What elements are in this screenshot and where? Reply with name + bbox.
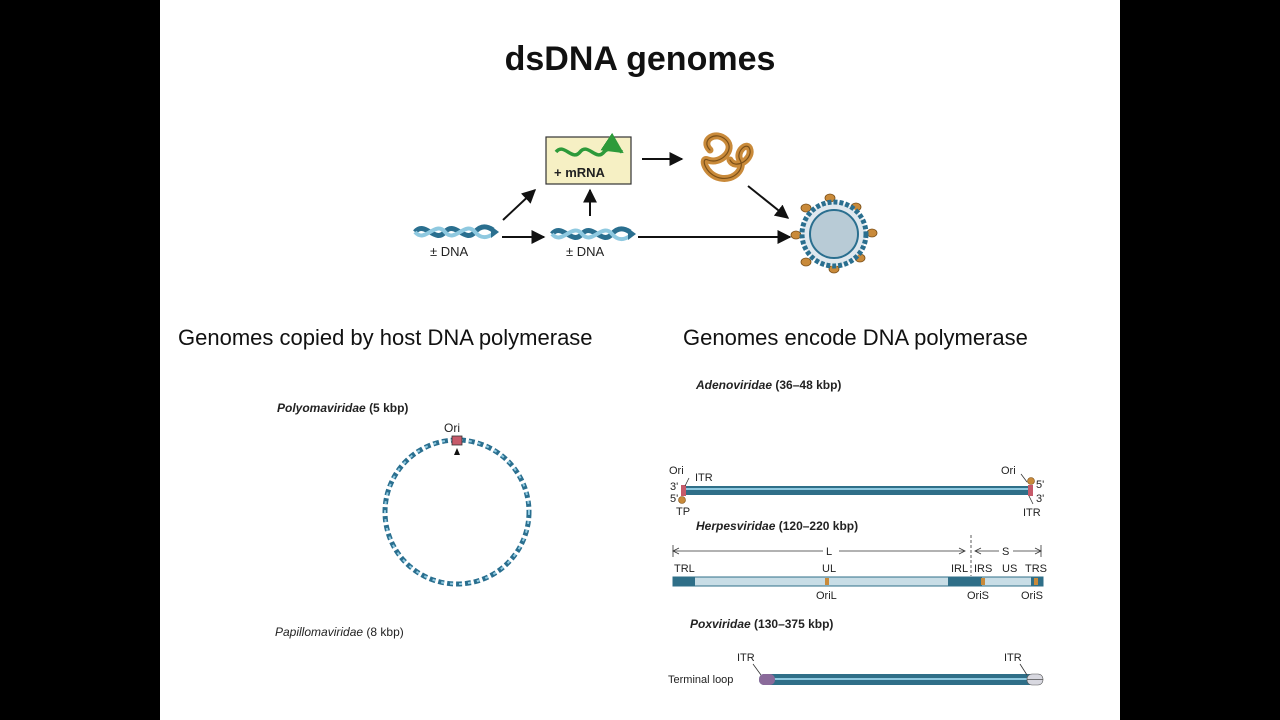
arrow [502,189,537,221]
papilloma-size: (8 kbp) [366,625,404,639]
left-heading: Genomes copied by host DNA polymerase [178,325,593,350]
adeno-itr-right: ITR [1023,507,1041,519]
herpes-UL: UL [822,563,836,575]
terminal-protein-icon [1027,477,1035,485]
polyoma-size: (5 kbp) [369,401,409,415]
herpes-name: Herpesviridae [696,519,776,533]
adeno-5prime-right: 5' [1036,479,1044,491]
dna-helix-icon [413,224,499,240]
pox-genome-diagram: ITR ITR Terminal loop [668,652,1044,686]
herpes-US: US [1002,563,1017,575]
herpes-TRS: TRS [1025,563,1047,575]
herpes-IRL: IRL [951,563,968,575]
herpes-genome-diagram: L S TRL UL IRL IRS US TRS OriL OriS OriS [672,535,1047,602]
terminal-protein-icon [678,496,686,504]
adeno-genome-diagram: Ori 3' 5' ITR TP Ori 5' 3' ITR [669,465,1044,519]
papilloma-name: Papillomaviridae [275,625,364,639]
protein-icon [700,132,754,182]
pox-itr-right: ITR [1004,652,1022,664]
herpes-TRL: TRL [674,563,695,575]
virion-icon [790,193,878,274]
herpes-OriS-2: OriS [1021,590,1043,602]
pox-terminal-loop: Terminal loop [668,674,733,686]
adeno-ori-right: Ori [1001,465,1016,477]
pox-itr-left: ITR [737,652,755,664]
adeno-3prime-right: 3' [1036,493,1044,505]
adeno-5prime-left: 5' [670,493,678,505]
adeno-size: (36–48 kbp) [775,378,842,392]
slide: dsDNA genomes ± DNA ± DNA [160,0,1120,720]
polyoma-family-label: Polyomaviridae (5 kbp) [277,401,408,415]
replication-flow-diagram: ± DNA ± DNA + mRNA [413,132,878,274]
herpes-size: (120–220 kbp) [778,519,859,533]
herpes-OriS-1: OriS [967,590,989,602]
adeno-ori-left: Ori [669,465,684,477]
pox-name: Poxviridae [690,617,751,631]
adeno-name: Adenoviridae [696,378,773,392]
adeno-3prime-left: 3' [670,481,678,493]
slide-title: dsDNA genomes [504,40,776,78]
circular-genome-diagram: Ori [382,421,532,587]
arrow [747,185,790,219]
ori-label: Ori [444,421,460,435]
right-heading: Genomes encode DNA polymerase [683,325,1028,350]
herpes-OriL: OriL [816,590,837,602]
mrna-label: + mRNA [554,165,606,180]
pox-size: (130–375 kbp) [754,617,834,631]
herpes-genome-bar [672,576,1044,587]
dna-helix-icon [550,226,636,242]
adeno-genome-bar [683,486,1031,495]
herpes-family-label: Herpesviridae (120–220 kbp) [696,519,858,533]
herpes-S: S [1002,546,1009,558]
pox-family-label: Poxviridae (130–375 kbp) [690,617,833,631]
polyoma-name: Polyomaviridae [277,401,366,415]
dna-label-1: ± DNA [430,244,469,259]
dna-label-2: ± DNA [566,244,605,259]
adeno-family-label: Adenoviridae (36–48 kbp) [696,378,841,392]
papilloma-family-label: Papillomaviridae (8 kbp) [275,625,404,639]
herpes-IRS: IRS [974,563,992,575]
herpes-L: L [826,546,832,558]
adeno-tp: TP [676,506,690,518]
adeno-itr-left: ITR [695,472,713,484]
mrna-box: + mRNA [545,132,632,185]
ori-marker [451,435,463,446]
